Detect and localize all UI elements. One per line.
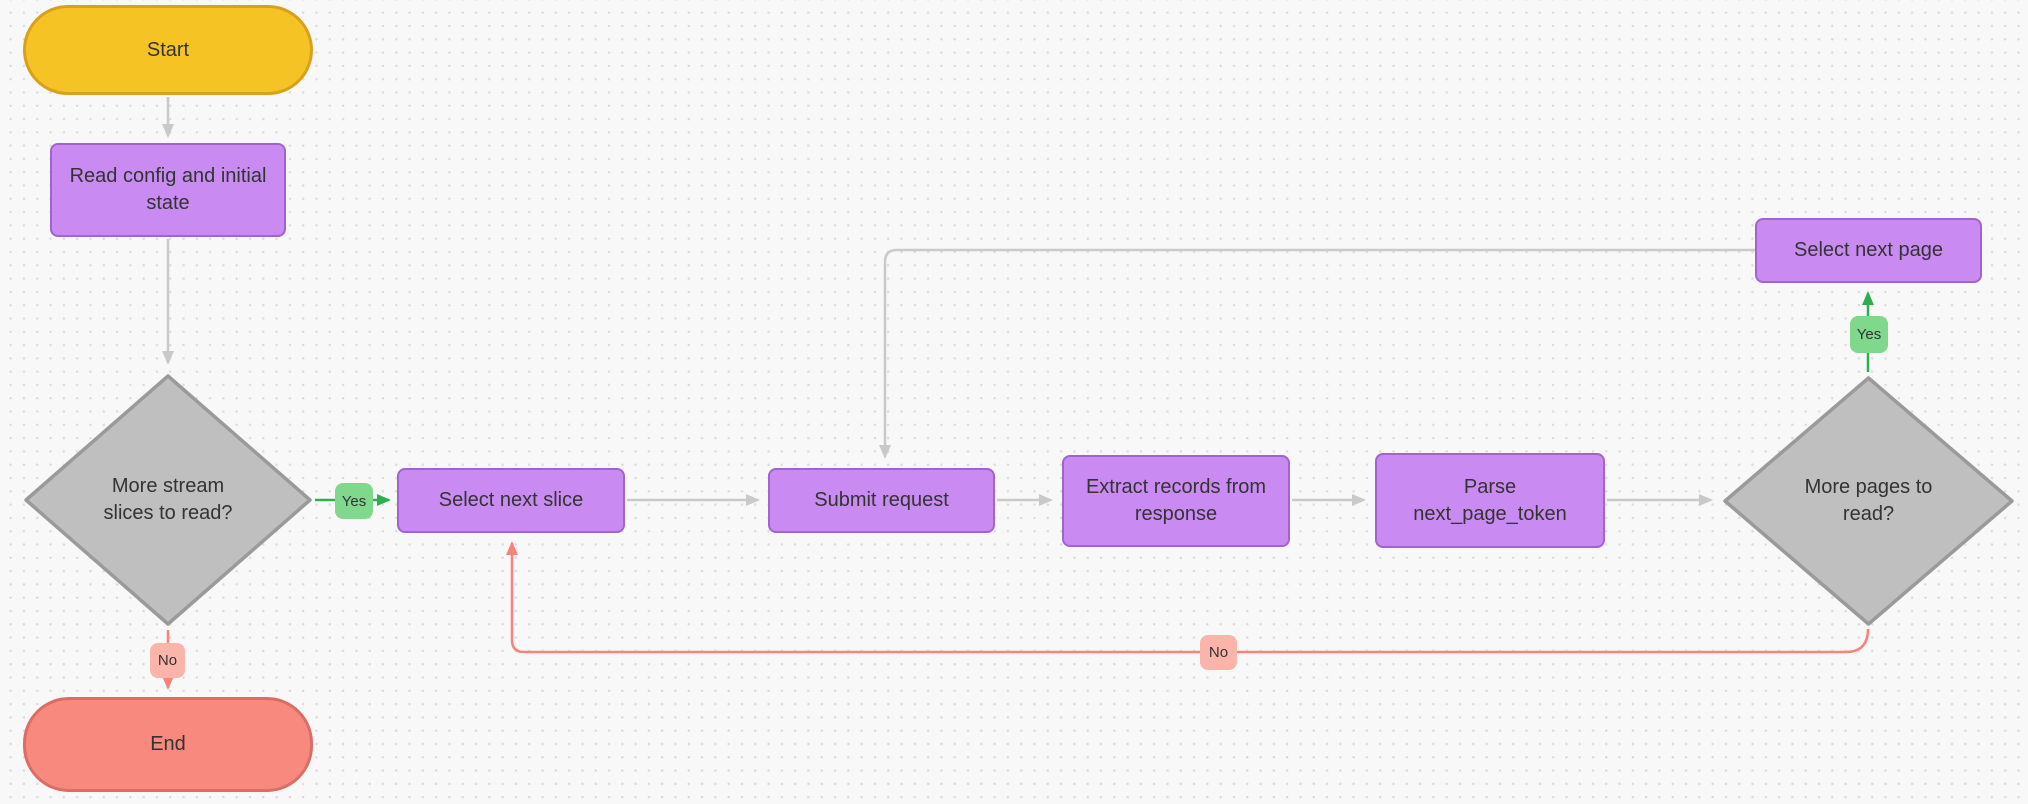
decision-diamond-shape	[1723, 376, 2014, 626]
node-end: End	[23, 697, 313, 792]
node-more-pages-label: More pages to read?	[1804, 476, 1933, 525]
edge-label-yes-pages: Yes	[1850, 316, 1888, 353]
node-select-next-page-label: Select next page	[1794, 239, 1943, 261]
edge-more-pages-no-to-select-slice	[506, 541, 1870, 654]
node-read-config: Read config and initial state	[50, 143, 286, 237]
decision-diamond-shape	[24, 374, 312, 626]
edge-label-no-slices: No	[150, 643, 185, 678]
node-more-pages: More pages to read?	[1722, 375, 2015, 627]
node-end-label: End	[150, 733, 186, 755]
node-read-config-label: Read config and initial state	[69, 165, 267, 214]
node-parse-token-label: Parse next_page_token	[1413, 475, 1567, 525]
node-extract-records: Extract records from response	[1062, 455, 1290, 547]
edge-label-no-pages: No	[1200, 635, 1237, 670]
node-more-slices-label: More stream slices to read?	[103, 475, 233, 524]
edge-label-yes-slices: Yes	[335, 483, 373, 519]
node-start-label: Start	[146, 38, 190, 61]
node-select-next-slice: Select next slice	[397, 468, 625, 533]
node-start: Start	[23, 5, 313, 95]
node-parse-token: Parse next_page_token	[1375, 453, 1605, 548]
node-select-next-page: Select next page	[1755, 218, 1982, 283]
node-submit-request: Submit request	[768, 468, 995, 533]
node-more-slices: More stream slices to read?	[23, 373, 313, 627]
node-extract-records-label: Extract records from response	[1085, 476, 1267, 525]
edge-select-page-to-submit	[879, 248, 1755, 459]
node-submit-request-label: Submit request	[814, 489, 949, 511]
node-select-next-slice-label: Select next slice	[438, 489, 584, 511]
